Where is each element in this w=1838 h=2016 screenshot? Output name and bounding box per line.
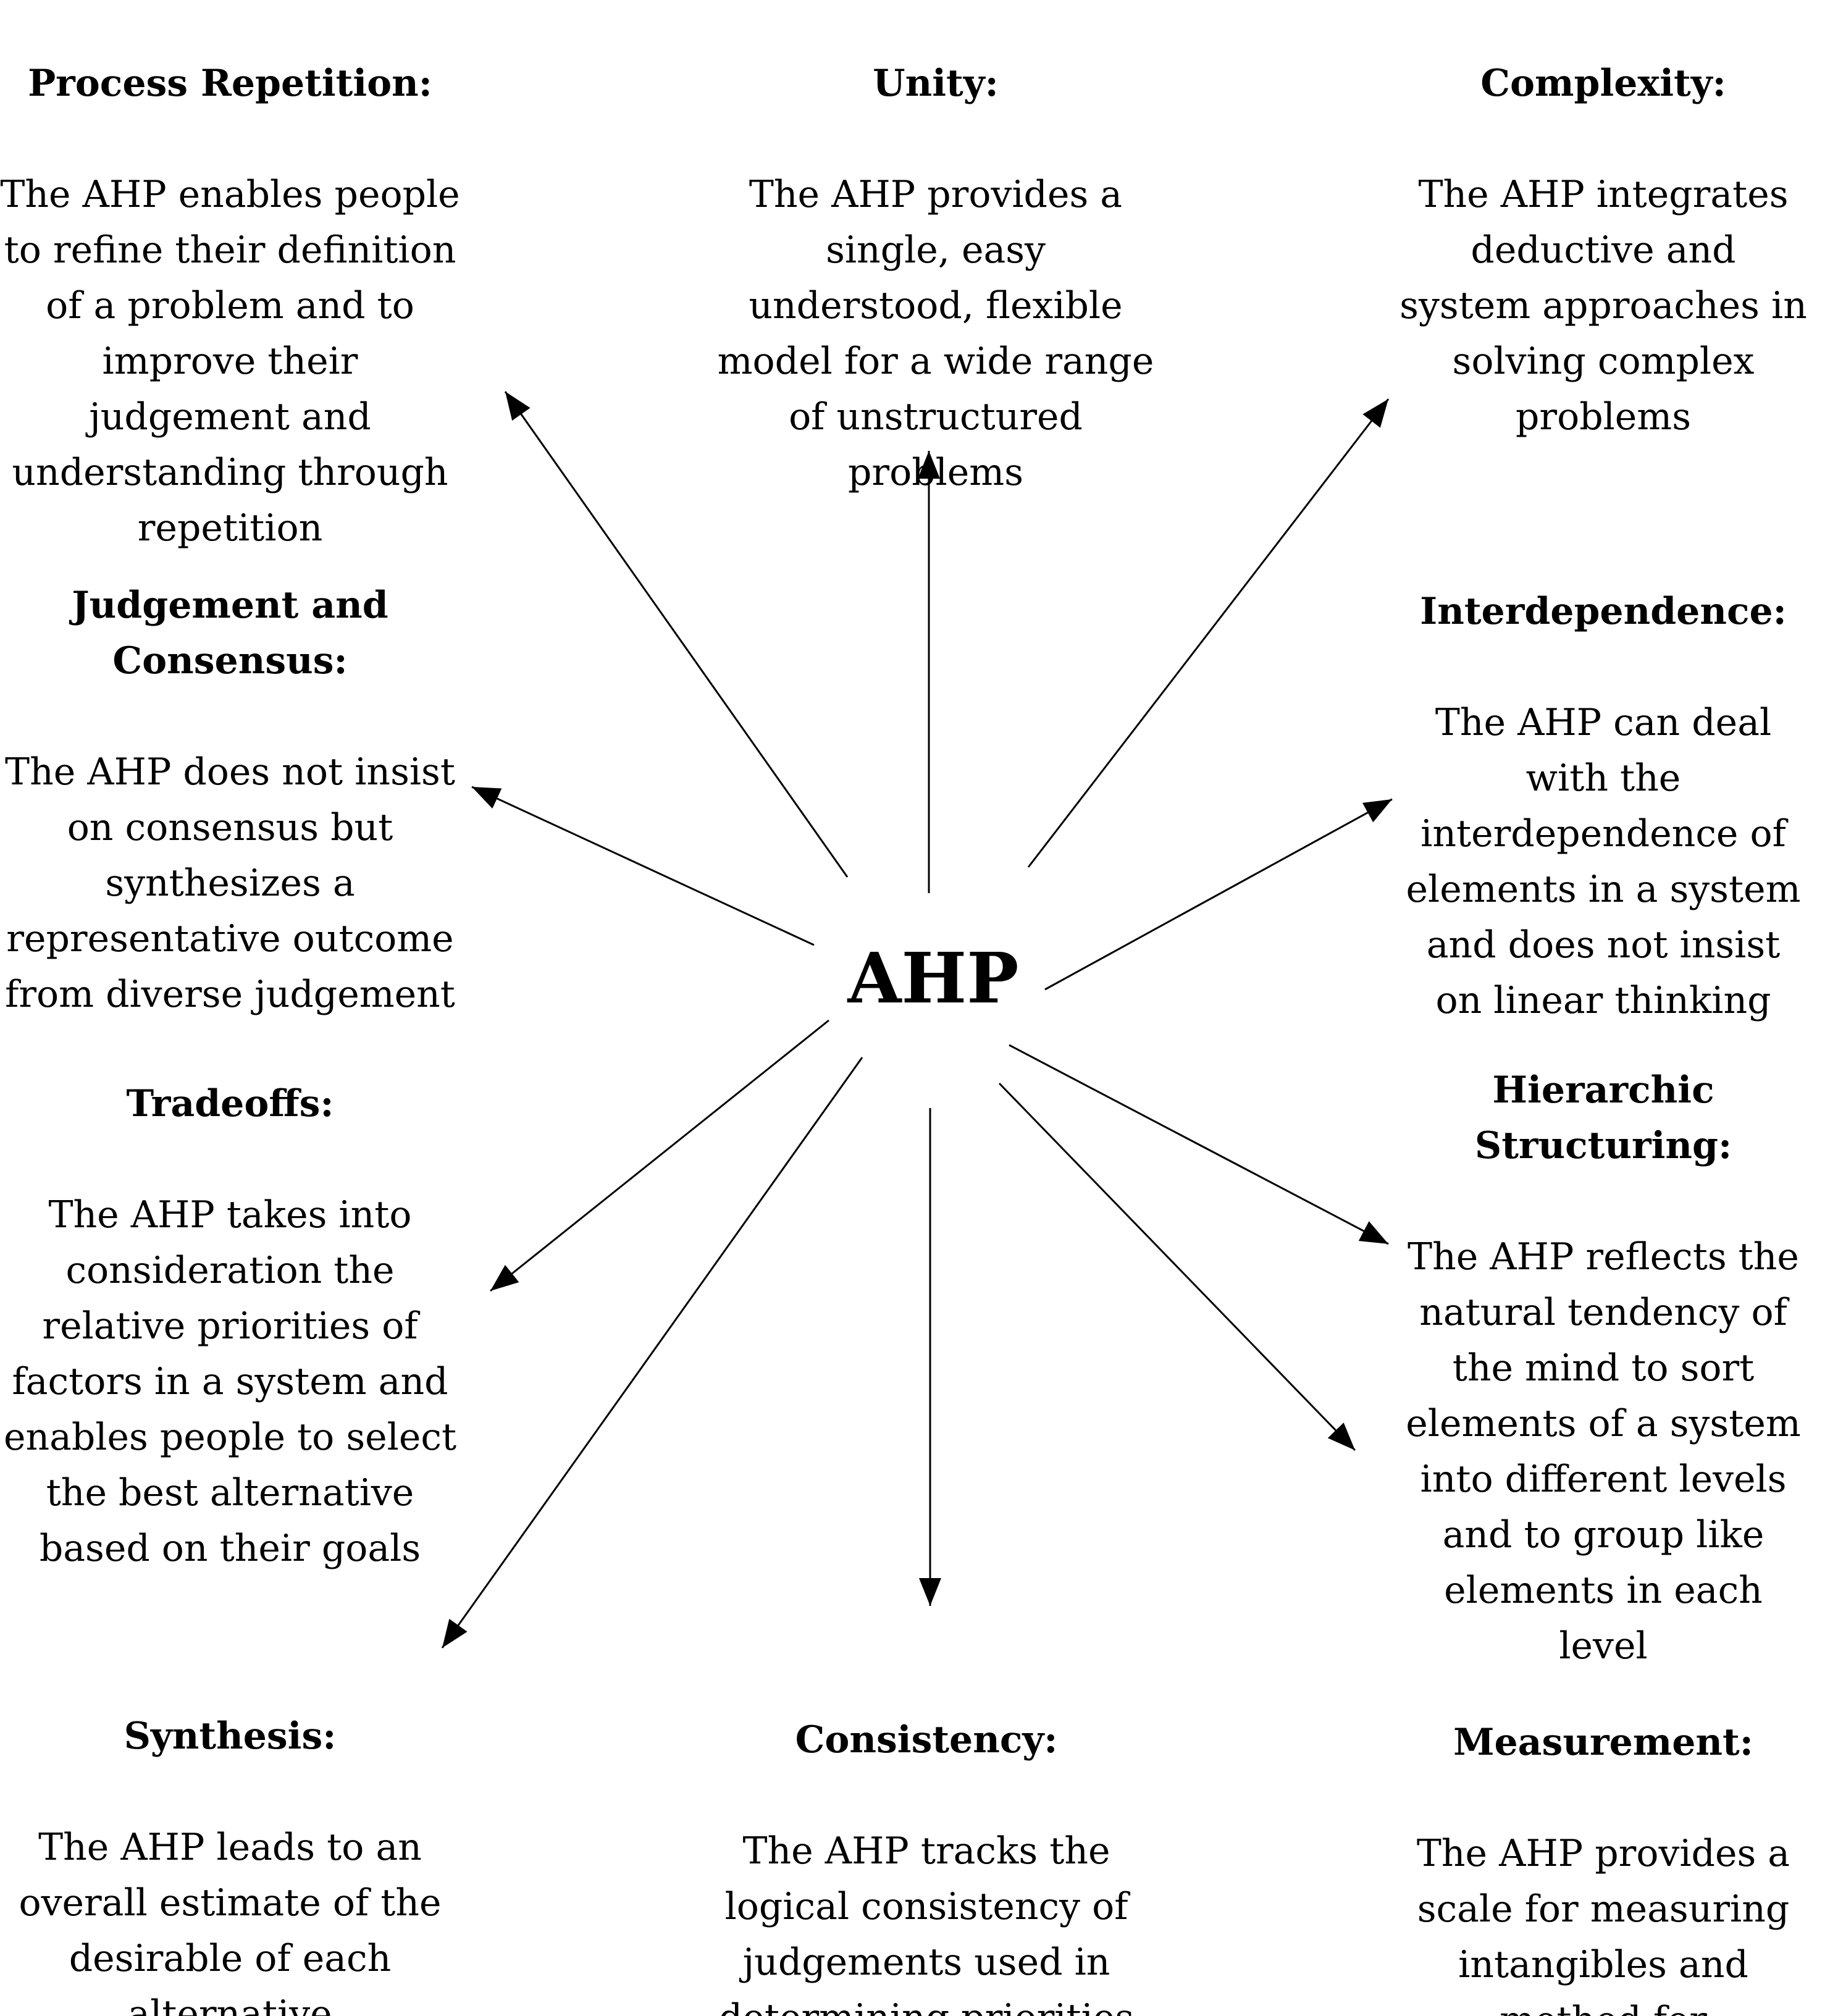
node-body: The AHP tracks the logical consistency o… bbox=[719, 1829, 1134, 2016]
node-synthesis: Synthesis: The AHP leads to an overall e… bbox=[0, 1653, 460, 2016]
node-tradeoffs: Tradeoffs: The AHP takes into considerat… bbox=[0, 1020, 460, 1632]
node-title: Interdependence: bbox=[1420, 590, 1787, 633]
arrow-to-measurement bbox=[998, 1082, 1356, 1451]
node-complexity: Complexity: The AHP integrates deductive… bbox=[1369, 0, 1838, 500]
node-title: Process Repetition: bbox=[28, 62, 432, 105]
node-body: The AHP can deal with the interdependenc… bbox=[1406, 701, 1801, 1022]
arrow-to-complexity bbox=[1027, 398, 1390, 868]
node-body: The AHP does not insist on consensus but… bbox=[5, 750, 455, 1016]
node-title: Synthesis: bbox=[124, 1715, 337, 1758]
node-body: The AHP leads to an overall estimate of … bbox=[19, 1826, 442, 2016]
node-measurement: Measurement: The AHP provides a scale fo… bbox=[1369, 1659, 1838, 2016]
node-process-repetition: Process Repetition: The AHP enables peop… bbox=[0, 0, 460, 611]
arrow-to-judgement bbox=[471, 786, 815, 946]
center-label-ahp: AHP bbox=[847, 938, 1019, 1019]
node-body: The AHP reflects the natural tendency of… bbox=[1406, 1235, 1801, 1668]
node-title: Tradeoffs: bbox=[126, 1082, 334, 1125]
node-body: The AHP provides a single, easy understo… bbox=[717, 173, 1154, 494]
node-title: Measurement: bbox=[1453, 1721, 1753, 1764]
arrow-to-process-repetition bbox=[504, 391, 849, 878]
node-title: Complexity: bbox=[1480, 62, 1726, 105]
node-consistency: Consistency: The AHP tracks the logical … bbox=[667, 1657, 1186, 2016]
node-body: The AHP enables people to refine their d… bbox=[0, 173, 460, 550]
node-judgement-and-consensus: Judgement and Consensus: The AHP does no… bbox=[0, 522, 460, 1078]
node-hierarchic-structuring: Hierarchic Structuring: The AHP reflects… bbox=[1369, 1007, 1838, 1729]
node-title: Consistency: bbox=[795, 1718, 1058, 1762]
node-unity: Unity: The AHP provides a single, easy u… bbox=[686, 0, 1186, 556]
node-body: The AHP integrates deductive and system … bbox=[1399, 173, 1807, 439]
node-title: Judgement and Consensus: bbox=[72, 584, 388, 682]
node-interdependence: Interdependence: The AHP can deal with t… bbox=[1369, 528, 1838, 1084]
node-title: Unity: bbox=[873, 62, 999, 105]
arrow-to-synthesis bbox=[441, 1057, 863, 1648]
node-title: Hierarchic Structuring: bbox=[1474, 1069, 1732, 1167]
arrow-to-interdependence bbox=[1044, 798, 1393, 991]
arrow-to-tradeoffs bbox=[490, 1019, 829, 1292]
arrow-to-hierarchic bbox=[1009, 1044, 1389, 1245]
node-body: The AHP takes into consideration the rel… bbox=[3, 1193, 457, 1570]
node-body: The AHP provides a scale for measuring i… bbox=[1416, 1832, 1790, 2016]
